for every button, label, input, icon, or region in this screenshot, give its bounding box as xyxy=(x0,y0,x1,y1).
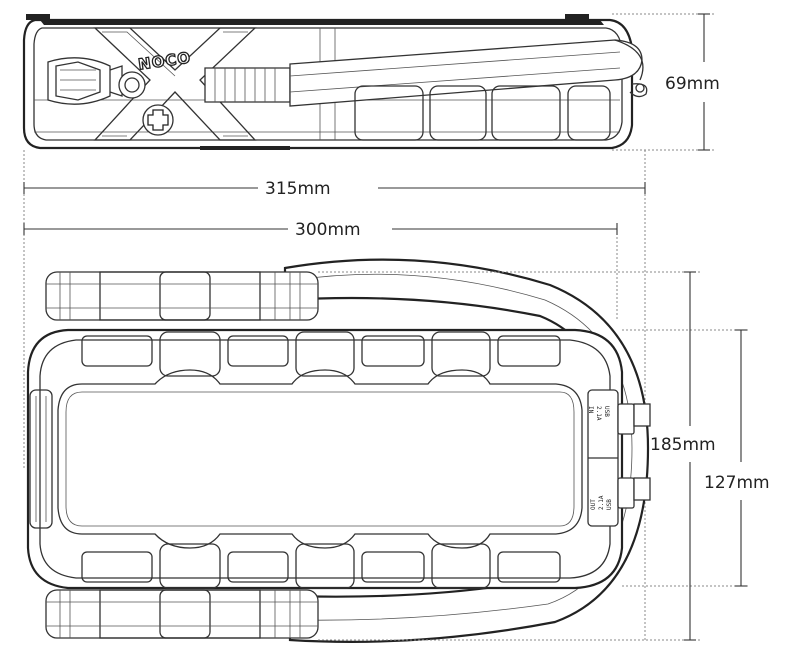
in-port-line-2: 2.1A xyxy=(595,406,602,421)
height-label: 69mm xyxy=(665,74,720,94)
out-port-label: OUT xyxy=(590,499,597,510)
length-dimensions: 315mm 300mm xyxy=(23,150,646,640)
in-port-line-1: USB xyxy=(603,406,610,417)
top-view: USB 2.1A IN OUT 2.1A USB xyxy=(26,258,651,643)
width-dimensions: 185mm 127mm xyxy=(318,271,770,641)
overall-width-label: 185mm xyxy=(650,435,716,455)
in-port-label: IN xyxy=(587,406,594,414)
out-port-line-1: 2.1A xyxy=(598,495,605,510)
height-dimension: 69mm xyxy=(612,13,720,151)
body-length-label: 300mm xyxy=(295,220,361,240)
overall-length-label: 315mm xyxy=(265,179,331,199)
side-view: NOCO xyxy=(22,14,648,150)
body-width-label: 127mm xyxy=(704,473,770,493)
out-port-line-2: USB xyxy=(606,499,613,510)
